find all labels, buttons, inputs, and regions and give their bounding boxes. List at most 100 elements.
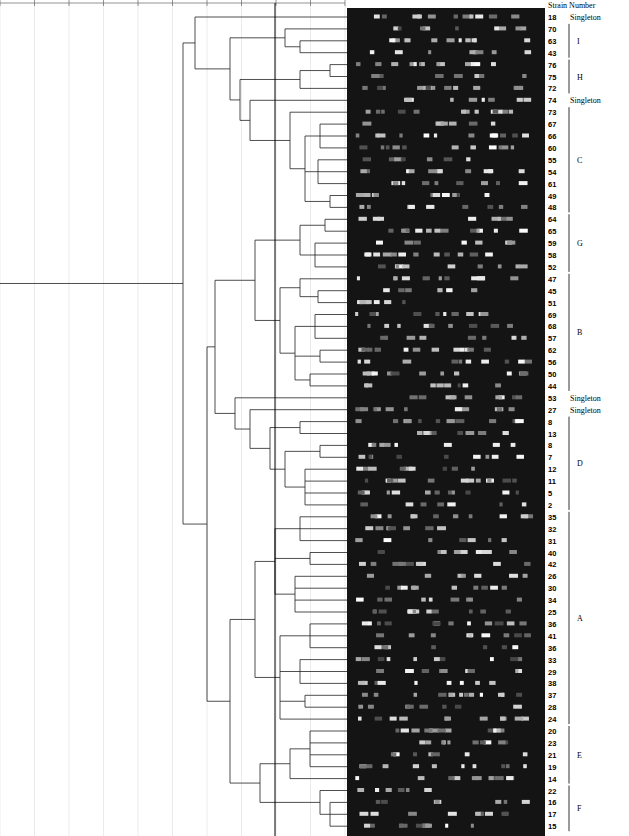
gel-band [364, 824, 370, 828]
gel-band [467, 348, 474, 352]
scale-tick [207, 0, 208, 6]
gel-band [507, 621, 515, 625]
gel-band [479, 276, 485, 280]
gel-band [483, 645, 487, 649]
gel-band [505, 360, 509, 364]
gel-band [452, 395, 457, 399]
gel-band [356, 467, 363, 471]
gel-band [481, 633, 490, 637]
cluster-bracket [569, 24, 570, 58]
gel-band [373, 610, 376, 614]
gel-band [451, 312, 458, 316]
gel-band [372, 193, 379, 197]
gel-band [393, 181, 399, 185]
gel-band [471, 467, 475, 471]
gel-band [458, 253, 464, 257]
gel-band [479, 74, 484, 78]
gel-band [405, 669, 414, 673]
dendrogram-branch [295, 588, 347, 589]
scale-tick [103, 0, 104, 6]
gel-band [511, 145, 514, 149]
strain-number: 64 [548, 215, 556, 224]
gel-band [486, 479, 494, 483]
gel-band [461, 550, 468, 554]
gel-band [390, 717, 397, 721]
grid-line [0, 3, 1, 836]
gel-band [355, 538, 362, 542]
dendrogram-branch [300, 225, 325, 226]
gel-band [498, 264, 502, 268]
gel-band [432, 621, 440, 625]
gel-band [485, 253, 493, 257]
strain-number: 58 [548, 251, 556, 260]
gel-band [374, 300, 380, 304]
gel-band [495, 395, 502, 399]
gel-band [480, 740, 486, 744]
gel-band [431, 752, 440, 756]
gel-image [347, 8, 545, 836]
strain-number: 48 [548, 203, 556, 212]
gel-band [488, 98, 495, 102]
gel-band [435, 800, 440, 804]
gel-band [481, 360, 489, 364]
gel-band [369, 455, 373, 459]
gel-band [501, 145, 508, 149]
dendrogram-branch [310, 623, 347, 624]
dendrogram-branch [295, 576, 347, 577]
cluster-label: Singleton [570, 393, 601, 402]
cluster-label: A [577, 613, 583, 622]
cluster-bracket [569, 512, 570, 724]
gel-band [488, 729, 493, 733]
dendrogram-branch [240, 120, 250, 121]
gel-band [388, 514, 392, 518]
dendrogram-branch [300, 278, 347, 279]
gel-band [491, 324, 499, 328]
gel-band [367, 574, 374, 578]
gel-band [421, 502, 427, 506]
cutoff-line [275, 3, 276, 836]
gel-band [489, 419, 496, 423]
gel-band [360, 169, 366, 173]
gel-band [376, 110, 380, 114]
gel-band [493, 110, 499, 114]
dendrogram-branch [315, 338, 347, 339]
gel-band [519, 621, 526, 625]
strain-number: 47 [548, 274, 556, 283]
strain-number: 68 [548, 322, 556, 331]
strain-number: 23 [548, 738, 556, 747]
gel-band [368, 467, 376, 471]
gel-band [454, 74, 463, 78]
gel-band [433, 193, 440, 197]
gel-band [437, 169, 442, 173]
dendrogram-branch [230, 37, 285, 38]
strain-number: 21 [548, 750, 556, 759]
gel-band [422, 181, 429, 185]
strain-number: 11 [548, 477, 556, 486]
gel-band [418, 776, 425, 780]
gel-band [507, 241, 515, 245]
gel-band [408, 610, 412, 614]
gel-band [423, 86, 431, 90]
gel-band [471, 824, 474, 828]
gel-band [428, 15, 436, 19]
cluster-bracket [569, 726, 570, 784]
grid-line [34, 3, 35, 836]
gel-band [485, 812, 493, 816]
gel-band [455, 407, 463, 411]
gel-band [468, 336, 476, 340]
gel-band [405, 562, 414, 566]
gel-band [415, 229, 422, 233]
gel-band [399, 134, 402, 138]
cluster-label: B [577, 328, 582, 337]
gel-band [480, 312, 488, 316]
strain-number: 16 [548, 798, 556, 807]
gel-band [368, 705, 374, 709]
dendrogram-branch [207, 701, 230, 702]
gel-band [426, 86, 431, 90]
strain-number: 8 [548, 441, 552, 450]
gel-band [489, 15, 497, 19]
gel-band [523, 764, 527, 768]
gel-band [409, 169, 415, 173]
gel-band [512, 134, 518, 138]
dendrogram-branch [250, 100, 347, 101]
